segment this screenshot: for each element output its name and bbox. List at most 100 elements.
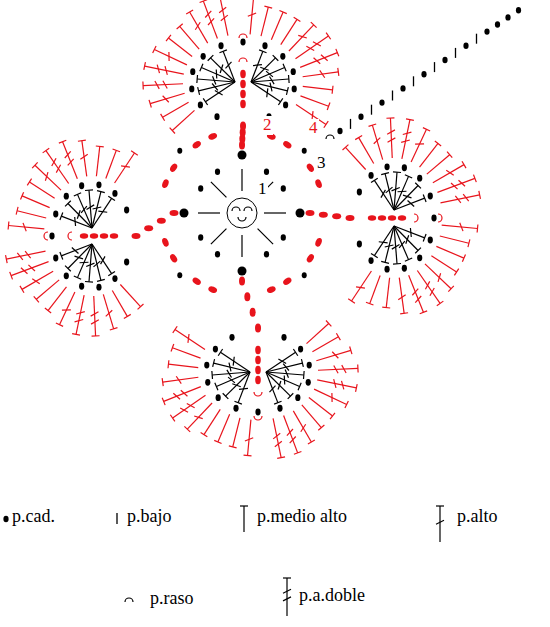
stitch-slash <box>239 388 248 390</box>
stitch-slash <box>215 91 223 95</box>
legend-text: p.a.doble <box>299 586 365 606</box>
chain-dot <box>124 207 129 214</box>
stitch-bar <box>343 145 349 150</box>
chain-dot <box>96 181 101 188</box>
stitch-slash <box>233 357 234 366</box>
chain-dot <box>337 128 342 134</box>
slip-stitch-symbol <box>414 214 418 222</box>
chain-dot <box>250 308 256 317</box>
stitch-slash <box>163 81 167 89</box>
stitch-slash <box>278 381 281 390</box>
chain-dot <box>495 21 500 27</box>
stitch-bar <box>468 239 470 247</box>
stitch-symbol <box>250 0 253 34</box>
single-crochet-symbol <box>413 76 414 86</box>
stitch-symbol <box>440 195 479 203</box>
stitch-symbol <box>22 196 50 208</box>
stitch-symbol <box>385 226 394 262</box>
stitch-bar <box>473 175 476 182</box>
stitch-symbol <box>251 82 281 102</box>
stitch-slash <box>77 210 80 218</box>
stitch-slash <box>28 265 35 271</box>
stitch-bar <box>43 148 50 153</box>
stitch-bar <box>177 24 183 29</box>
chain-dot <box>216 394 221 401</box>
chain-dot <box>292 86 297 93</box>
stitch-slash <box>332 352 338 359</box>
stitch-symbol <box>374 226 394 256</box>
chain-dot <box>112 275 117 282</box>
stitch-bar <box>219 50 226 53</box>
chain-dot <box>378 215 386 221</box>
slip-stitch-symbol <box>44 232 48 240</box>
stitch-bar <box>166 35 171 41</box>
chain-dot <box>402 164 407 171</box>
chain-dot <box>384 266 389 273</box>
stitch-slash <box>463 194 469 201</box>
chain-dot <box>280 53 285 60</box>
stitch-symbol <box>120 285 140 307</box>
chain-dot <box>207 285 218 294</box>
stitch-symbol <box>203 1 217 38</box>
stitch-slash <box>425 281 429 289</box>
stitch-symbol <box>68 204 92 228</box>
stitch-symbol <box>150 93 184 103</box>
stitch-slash <box>229 363 231 372</box>
stitch-bar <box>27 179 31 186</box>
legend-text: p.cad. <box>12 507 55 527</box>
stitch-slash <box>273 433 280 439</box>
stitch-symbol <box>303 86 333 89</box>
stitch-slash <box>106 310 113 316</box>
stitch-bar <box>279 10 286 13</box>
stitch-bar <box>462 254 465 261</box>
stitch-slash <box>334 379 336 388</box>
stitch-bar <box>415 183 421 189</box>
stitch-bar <box>78 140 86 141</box>
stitch-bar <box>108 196 115 200</box>
stitch-slash <box>220 65 223 74</box>
stitch-bar <box>278 98 282 105</box>
stitch-bar <box>462 161 466 168</box>
stitch-slash <box>284 376 286 385</box>
stitch-symbol <box>180 26 199 49</box>
stitch-slash <box>438 273 441 282</box>
stitch-symbol <box>204 409 220 434</box>
chain-dot <box>238 151 247 160</box>
stitch-slash <box>278 359 286 363</box>
stitch-symbol <box>420 143 438 167</box>
stitch-symbol <box>258 229 274 245</box>
stitch-bar <box>74 276 81 279</box>
stitch-slash <box>91 312 99 316</box>
stitch-slash <box>221 15 228 21</box>
chain-dot <box>177 272 182 278</box>
stitch-bar <box>381 173 389 175</box>
stitch-slash <box>168 52 169 61</box>
stitch-slash <box>187 403 195 407</box>
chain-dot <box>177 148 182 154</box>
stitch-bar <box>286 87 288 95</box>
legend-text: p.medio alto <box>257 507 347 527</box>
stitch-slash <box>56 165 60 173</box>
chain-dot <box>291 68 296 75</box>
chain-dot <box>110 233 118 239</box>
stitch-bar <box>357 364 359 372</box>
stitch-bar <box>283 64 286 71</box>
chain-dot <box>332 213 341 219</box>
stitch-slash <box>76 312 85 314</box>
stitch-slash <box>155 81 159 89</box>
stitch-symbol <box>402 120 410 159</box>
stitch-bar <box>229 446 237 448</box>
stitch-symbol <box>92 244 112 274</box>
stitch-symbol <box>96 146 99 176</box>
chain-dot <box>255 409 260 416</box>
stitch-symbol <box>386 278 389 308</box>
stitch-bar <box>173 326 177 333</box>
stitch-slash <box>86 263 94 266</box>
stitch-symbol <box>266 352 296 372</box>
stitch-bar <box>124 314 131 318</box>
stitch-bar <box>108 271 115 275</box>
stitch-symbol <box>94 296 96 336</box>
stitch-symbol <box>266 363 302 372</box>
stitch-bar <box>131 151 138 155</box>
